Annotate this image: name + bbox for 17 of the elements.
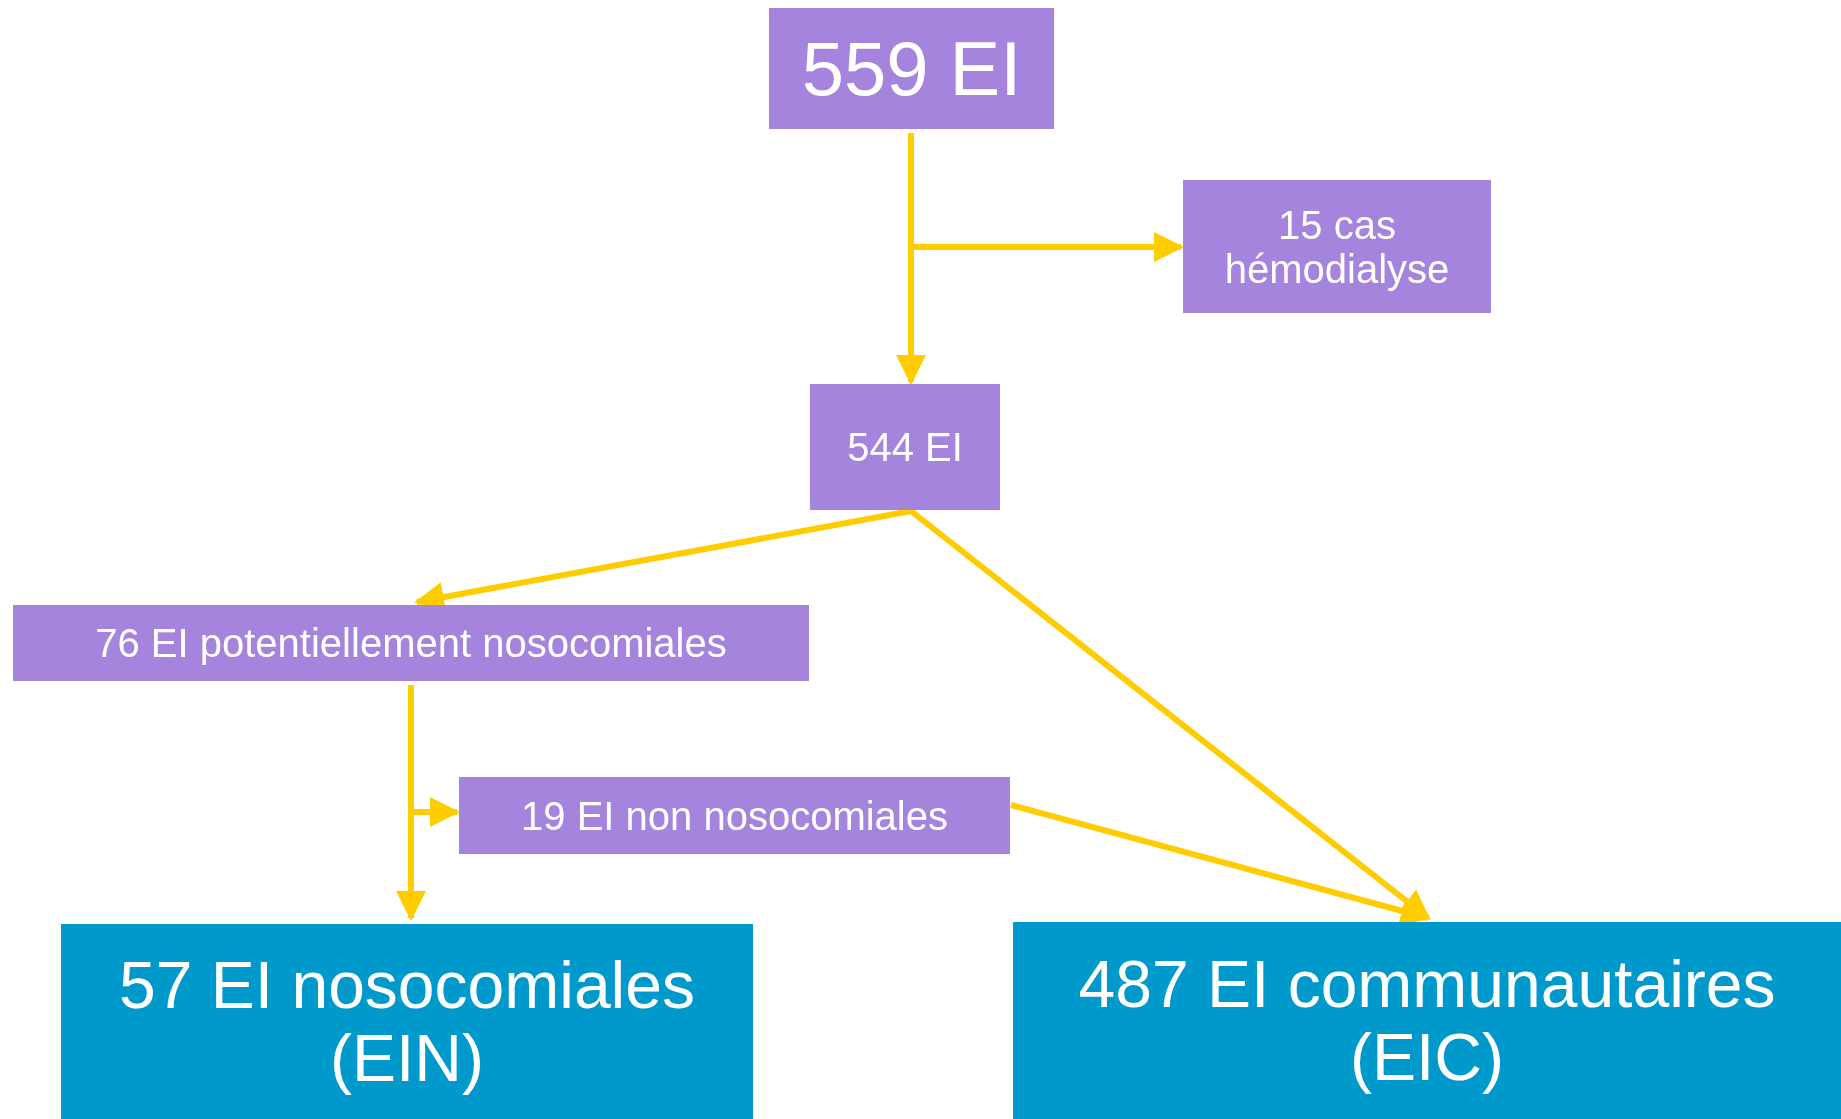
process-box (13, 605, 809, 681)
box-label: 559 EI (801, 26, 1022, 111)
process-box (459, 777, 1010, 854)
arrow (909, 508, 1431, 921)
box-label: 76 EI potentiellement nosocomiales (95, 621, 727, 665)
box-label: 15 cas hémodialyse (1223, 202, 1451, 291)
arrow (408, 685, 460, 827)
box-label: 57 EI nosocomiales (EIN) (118, 948, 696, 1095)
process-box (1183, 180, 1491, 313)
process-box (810, 384, 1000, 510)
process-box (769, 8, 1054, 129)
process-box (61, 924, 753, 1119)
arrow (908, 133, 1184, 262)
box-label: 544 EI (847, 425, 963, 469)
box-label: 19 EI non nosocomiales (521, 793, 948, 838)
box-label: 487 EI communautaires (EIC) (1077, 947, 1777, 1094)
process-box (1013, 922, 1841, 1119)
